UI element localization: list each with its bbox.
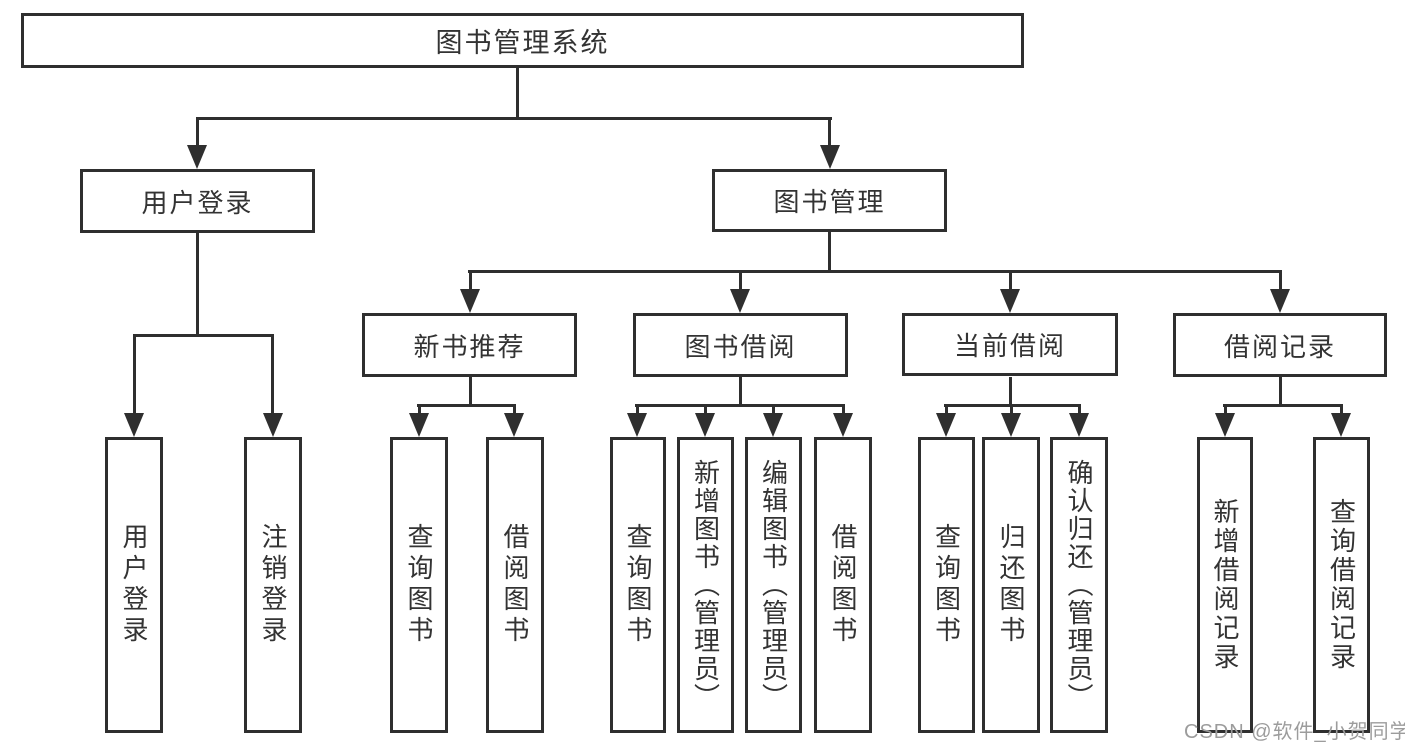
connector-line	[271, 334, 274, 416]
arrow-down-icon	[695, 413, 715, 437]
node-root: 图书管理系统	[21, 13, 1024, 68]
arrow-down-icon	[833, 413, 853, 437]
connector-line	[842, 404, 845, 418]
connector-line	[513, 404, 516, 418]
arrow-down-icon	[1331, 413, 1351, 437]
connector-line	[196, 233, 199, 337]
connector-line	[1078, 404, 1081, 418]
connector-line	[469, 270, 472, 291]
arrow-down-icon	[1069, 413, 1089, 437]
connector-line	[635, 404, 845, 407]
leaf-bb-edit-books-admin: 编辑图书（管理员）	[745, 437, 802, 733]
leaf-cb-return-books: 归还图书	[982, 437, 1040, 733]
connector-line	[1010, 404, 1013, 418]
leaf-nb-borrow-books: 借阅图书	[486, 437, 544, 733]
leaf-br-add-record: 新增借阅记录	[1197, 437, 1253, 733]
connector-line	[133, 334, 274, 337]
leaf-bb-add-books-admin: 新增图书（管理员）	[677, 437, 734, 733]
connector-line	[469, 377, 472, 407]
arrow-down-icon	[124, 413, 144, 437]
leaf-bb-borrow-books: 借阅图书	[814, 437, 872, 733]
arrow-down-icon	[460, 289, 480, 313]
leaf-cb-confirm-return-admin: 确认归还（管理员）	[1050, 437, 1108, 733]
leaf-logout: 注销登录	[244, 437, 302, 733]
connector-line	[636, 404, 639, 418]
connector-line	[1279, 377, 1282, 407]
connector-line	[1009, 270, 1012, 291]
connector-line	[739, 377, 742, 407]
node-new-book-recommend: 新书推荐	[362, 313, 577, 377]
leaf-br-query-record: 查询借阅记录	[1313, 437, 1370, 733]
connector-line	[196, 117, 832, 120]
node-borrow-records: 借阅记录	[1173, 313, 1387, 377]
leaf-bb-query-books: 查询图书	[610, 437, 666, 733]
connector-line	[739, 270, 742, 291]
node-current-borrow: 当前借阅	[902, 313, 1118, 376]
connector-line	[417, 404, 516, 407]
connector-line	[772, 404, 775, 418]
leaf-user-login: 用户登录	[105, 437, 163, 733]
connector-line	[828, 117, 831, 147]
node-book-management: 图书管理	[712, 169, 947, 232]
arrow-down-icon	[409, 413, 429, 437]
arrow-down-icon	[1270, 289, 1290, 313]
connector-line	[828, 232, 831, 273]
connector-line	[1224, 404, 1227, 418]
arrow-down-icon	[820, 145, 840, 169]
arrow-down-icon	[627, 413, 647, 437]
connector-line	[196, 117, 199, 147]
connector-line	[133, 334, 136, 416]
arrow-down-icon	[1001, 413, 1021, 437]
connector-line	[468, 270, 1281, 273]
connector-line	[418, 404, 421, 418]
arrow-down-icon	[1000, 289, 1020, 313]
node-book-borrow: 图书借阅	[633, 313, 848, 377]
arrow-down-icon	[730, 289, 750, 313]
connector-line	[1279, 270, 1282, 291]
arrow-down-icon	[187, 145, 207, 169]
leaf-cb-query-books: 查询图书	[918, 437, 975, 733]
arrow-down-icon	[1215, 413, 1235, 437]
arrow-down-icon	[936, 413, 956, 437]
connector-line	[1223, 404, 1343, 407]
csdn-watermark: CSDN @软件_小贺同学	[1184, 721, 1405, 743]
node-user-login: 用户登录	[80, 169, 315, 233]
leaf-nb-query-books: 查询图书	[390, 437, 448, 733]
arrow-down-icon	[504, 413, 524, 437]
connector-line	[516, 68, 519, 119]
connector-line	[1340, 404, 1343, 418]
connector-line	[704, 404, 707, 418]
connector-line	[945, 404, 948, 418]
connector-line	[1009, 377, 1012, 407]
arrow-down-icon	[263, 413, 283, 437]
arrow-down-icon	[763, 413, 783, 437]
